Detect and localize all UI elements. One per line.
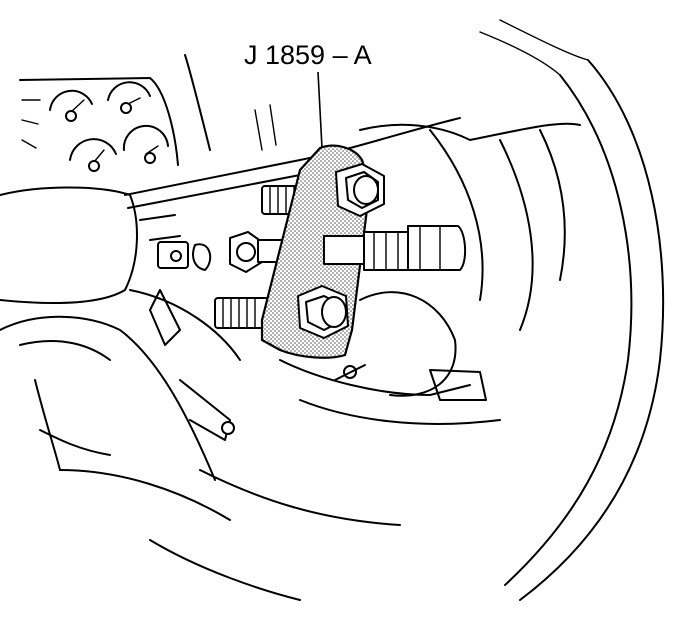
gauge-icon [107,81,151,114]
hex-nut [229,231,283,273]
gauge-icon [49,89,93,122]
wheel-lower-spoke [0,289,401,601]
center-forcing-screw [323,225,466,271]
tool-callout-label: J 1859 – A [244,40,372,70]
tool-lower-nut [297,285,349,339]
callout-leader-line [317,71,323,149]
steering-hub [279,122,581,425]
threaded-bolt [214,297,272,329]
steering-wheel-rim [479,19,665,601]
steering-column [0,117,461,361]
instrument-cluster [19,54,277,172]
gauge-icon [122,124,169,164]
tool-upper-nut [335,163,385,217]
gauge-icon [69,138,117,172]
